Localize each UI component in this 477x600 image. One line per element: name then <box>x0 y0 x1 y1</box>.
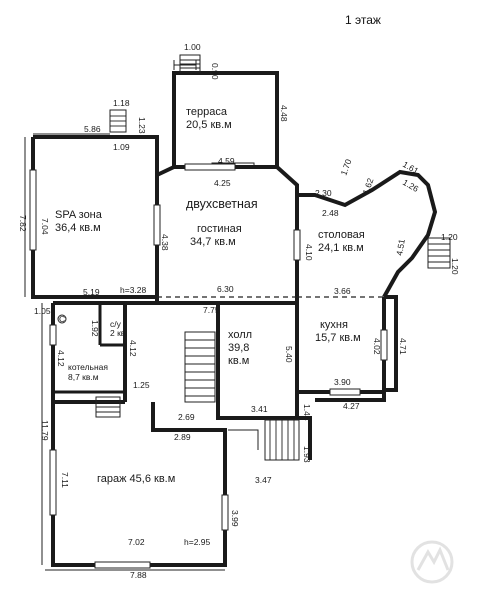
dim-1-18: 1.18 <box>113 98 130 108</box>
wc-name: с/у <box>110 319 122 329</box>
boiler-area: 8,7 кв.м <box>68 372 99 382</box>
entrance-stairs <box>228 419 300 461</box>
height-2-95: h=2.95 <box>184 537 211 547</box>
dim-1-00: 1.00 <box>184 42 201 52</box>
spa-name: SPA зона <box>55 209 103 221</box>
dim-3-99: 3.99 <box>230 510 240 527</box>
dim-2-89: 2.89 <box>174 432 191 442</box>
windows <box>29 163 388 569</box>
dimension-labels: 1.00 0.90 4.48 1.18 1.23 5.86 1.09 4.59 … <box>18 42 460 580</box>
dim-4-38: 4.38 <box>160 234 170 251</box>
dim-2-48: 2.48 <box>322 208 339 218</box>
dim-1-20a: 1.20 <box>441 232 458 242</box>
dim-5-40: 5.40 <box>284 346 294 363</box>
dim-4-51: 4.51 <box>394 238 407 256</box>
spa-area: 36,4 кв.м <box>55 222 101 234</box>
dim-5-19: 5.19 <box>83 287 100 297</box>
hall-stairs <box>184 331 216 403</box>
dim-7-04: 7.04 <box>40 218 50 235</box>
dim-3-66: 3.66 <box>334 286 351 296</box>
interior-walls <box>53 303 127 394</box>
dim-7-75: 7.75 <box>203 305 220 315</box>
dim-6-30: 6.30 <box>217 284 234 294</box>
dimension-lines <box>24 133 225 571</box>
dim-1-70: 1.70 <box>338 157 353 176</box>
spa-stairs <box>109 109 127 133</box>
dim-3-41: 3.41 <box>251 404 268 414</box>
dim-7-88: 7.88 <box>130 570 147 580</box>
dim-4-02: 4.02 <box>372 338 382 355</box>
dim-1-44: 1.44 <box>302 404 312 421</box>
dim-4-12a: 4.12 <box>56 350 66 367</box>
living-name: гостиная <box>197 223 242 235</box>
hall-area-unit: кв.м <box>228 355 249 367</box>
dim-7-82: 7.82 <box>18 215 28 232</box>
dim-11-79: 11.79 <box>40 420 50 441</box>
dim-4-71: 4.71 <box>398 338 408 355</box>
dim-1-93: 1.93 <box>302 446 312 463</box>
dim-3-90: 3.90 <box>334 377 351 387</box>
height-3-28: h=3.28 <box>120 285 147 295</box>
watermark-logo <box>410 540 454 584</box>
dim-0-90: 0.90 <box>210 63 220 80</box>
dining-area: 24,1 кв.м <box>318 242 364 254</box>
dim-1-09: 1.09 <box>113 142 130 152</box>
garage-stairs <box>95 396 121 418</box>
dim-2-30: 2.30 <box>315 188 332 198</box>
dim-1-20b: 1.20 <box>450 258 460 275</box>
boiler-symbol: C <box>57 314 67 324</box>
dim-4-48: 4.48 <box>279 105 289 122</box>
garage-label: гараж 45,6 кв.м <box>97 473 175 485</box>
dim-1-62: 1.62 <box>360 176 375 195</box>
dim-4-12b: 4.12 <box>128 340 138 357</box>
dim-1-23: 1.23 <box>137 117 147 134</box>
floor-title: 1 этаж <box>345 13 381 27</box>
dim-1-26: 1.26 <box>401 177 421 194</box>
kitchen-name: кухня <box>320 319 348 331</box>
dim-1-92: 1.92 <box>90 320 100 337</box>
living-area: 34,7 кв.м <box>190 236 236 248</box>
kitchen-area: 15,7 кв.м <box>315 332 361 344</box>
hall-name: холл <box>228 329 252 341</box>
terrace-stairs <box>179 54 201 73</box>
dim-1-25: 1.25 <box>133 380 150 390</box>
dim-4-10: 4.10 <box>304 244 314 261</box>
hall-area-value: 39,8 <box>228 342 249 354</box>
dining-stairs <box>427 237 451 269</box>
dim-4-27: 4.27 <box>343 401 360 411</box>
terrace-area: 20,5 кв.м <box>186 119 232 131</box>
wc-area: 2 кв. <box>110 328 128 338</box>
dim-7-11: 7.11 <box>60 472 70 488</box>
boiler-name: котельная <box>68 362 108 372</box>
dining-name: столовая <box>318 229 365 241</box>
dim-5-86: 5.86 <box>84 124 101 134</box>
dim-7-02: 7.02 <box>128 537 145 547</box>
dim-4-25: 4.25 <box>214 178 231 188</box>
svg-text:C: C <box>59 314 65 324</box>
dim-3-47: 3.47 <box>255 475 272 485</box>
dim-4-59: 4.59 <box>218 156 235 166</box>
terrace-name: терраса <box>186 106 228 118</box>
dim-2-69: 2.69 <box>178 412 195 422</box>
double-height-label: двухсветная <box>186 197 258 211</box>
